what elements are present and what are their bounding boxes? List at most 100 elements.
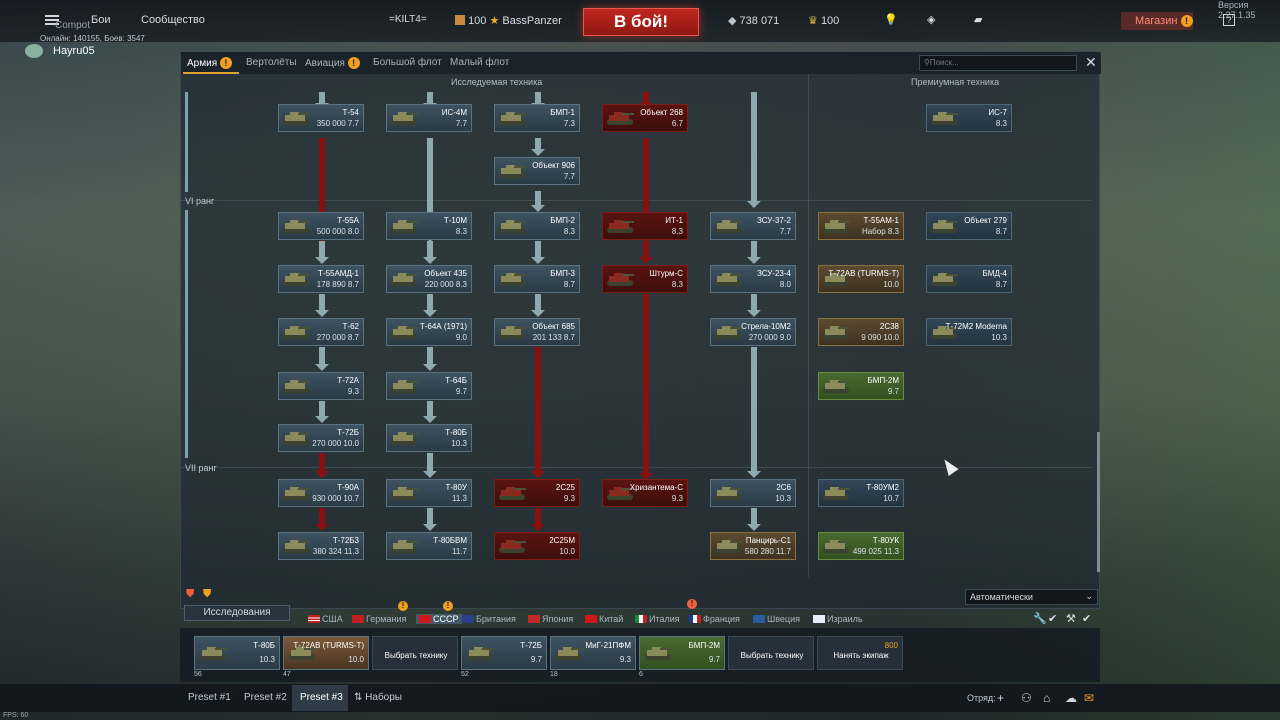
wager-icon[interactable]: ◈	[927, 14, 936, 26]
vehicle-card-t72b3[interactable]: Т-72Б3 380 324 11.3	[278, 532, 364, 560]
vehicle-card-bmd4[interactable]: БМД-4 8.7	[926, 265, 1012, 293]
crew-slot[interactable]: Т-80Б 10.3	[194, 636, 280, 670]
vehicle-card-2s25[interactable]: 2С25 9.3	[494, 479, 580, 507]
menu-community[interactable]: Сообщество	[141, 14, 205, 26]
shield-icon[interactable]: ⛊	[203, 588, 212, 600]
vehicle-card-t62[interactable]: Т-62 270 000 8.7	[278, 318, 364, 346]
friends-icon[interactable]: ⚇	[1021, 691, 1032, 705]
vehicle-card-t80um2[interactable]: Т-80УМ2 10.7	[818, 479, 904, 507]
nation-israel[interactable]: Израиль	[813, 614, 863, 624]
user-avatar[interactable]	[25, 44, 43, 58]
vehicle-card-bmp2[interactable]: БМП-2 8.3	[494, 212, 580, 240]
coupon-icon[interactable]: ▰	[974, 14, 983, 26]
clan-icon[interactable]: ⌂	[1043, 691, 1051, 705]
preset-2[interactable]: Preset #2	[244, 692, 287, 703]
vehicle-card-obj279[interactable]: Объект 279 8.7	[926, 212, 1012, 240]
vehicle-card-obj906[interactable]: Объект 906 7.7	[494, 157, 580, 185]
crew-slot[interactable]: Т-72АВ (TURMS-T) 10.0	[283, 636, 369, 670]
menu-icon[interactable]	[45, 15, 59, 25]
shop-button[interactable]: Магазин !	[1121, 12, 1193, 30]
user-name[interactable]: Hayru05	[50, 45, 98, 57]
vehicle-card-zsu372[interactable]: ЗСУ-37-2 7.7	[710, 212, 796, 240]
vehicle-card-obj685[interactable]: Объект 685 201 133 8.7	[494, 318, 580, 346]
nation-france[interactable]: Франция	[689, 614, 740, 624]
vehicle-card-2s25m[interactable]: 2С25М 10.0	[494, 532, 580, 560]
crew-slot[interactable]: БМП-2М 9.7	[639, 636, 725, 670]
crew-slot[interactable]: МиГ-21ПФМ 9.3	[550, 636, 636, 670]
nation-germany[interactable]: Германия	[352, 614, 406, 624]
crew-slot[interactable]: Т-72Б 9.7	[461, 636, 547, 670]
vehicle-card-t72av[interactable]: Т-72АВ (TURMS-T) 10.0	[818, 265, 904, 293]
menu-battles[interactable]: Бои	[91, 14, 111, 26]
nation-china[interactable]: Китай	[585, 614, 623, 624]
vehicle-card-t80bvm[interactable]: Т-80БВМ 11.7	[386, 532, 472, 560]
vehicle-card-t55am1[interactable]: Т-55АМ-1 Набор 8.3	[818, 212, 904, 240]
player-profile[interactable]: 100 ★ BassPanzer	[455, 14, 562, 27]
silver-lions[interactable]: ◆ 738 071	[728, 14, 779, 27]
vehicle-card-t54[interactable]: Т-54 350 000 7.7	[278, 104, 364, 132]
lightbulb-icon[interactable]: 💡	[884, 14, 898, 26]
add-squad-icon[interactable]: +	[997, 691, 1005, 705]
research-tab[interactable]: Исследования	[184, 605, 290, 621]
tab-coastal-fleet[interactable]: Малый флот	[450, 57, 510, 68]
vehicle-card-bmp3[interactable]: БМП-3 8.7	[494, 265, 580, 293]
nation-ussr[interactable]: СССР	[416, 614, 462, 624]
vehicle-card-t10m[interactable]: Т-10М 8.3	[386, 212, 472, 240]
golden-eagles[interactable]: ♛ 100	[808, 14, 839, 27]
auto-select-dropdown[interactable]: Автоматически⌄	[965, 589, 1098, 605]
nation-japan[interactable]: Япония	[528, 614, 573, 624]
kits-button[interactable]: ⇅ Наборы	[354, 692, 402, 703]
wrench-icon[interactable]: 🔧	[1033, 613, 1047, 625]
mail-icon[interactable]: ✉	[1084, 691, 1095, 705]
vehicle-card-t72a[interactable]: Т-72А 9.3	[278, 372, 364, 400]
nation-usa[interactable]: США	[308, 614, 343, 624]
vehicle-card-t64b[interactable]: Т-64Б 9.7	[386, 372, 472, 400]
warning-shield-icon[interactable]: ⛊	[186, 588, 195, 600]
vehicle-card-2s6[interactable]: 2С6 10.3	[710, 479, 796, 507]
vehicle-card-is7[interactable]: ИС-7 8.3	[926, 104, 1012, 132]
check-icon[interactable]: ✔	[1082, 613, 1092, 625]
repair-all-icon[interactable]: ⚒	[1066, 613, 1076, 625]
vehicle-card-obj268[interactable]: Объект 268 6.7	[602, 104, 688, 132]
vehicle-card-is4m[interactable]: ИС-4М 7.7	[386, 104, 472, 132]
chat-icon[interactable]: ☁	[1065, 691, 1077, 705]
nation-sweden[interactable]: Швеция	[753, 614, 800, 624]
vehicle-card-zsu234[interactable]: ЗСУ-23-4 8.0	[710, 265, 796, 293]
nation-britain[interactable]: Британия	[462, 614, 516, 624]
preset-1[interactable]: Preset #1	[188, 692, 231, 703]
vehicle-card-bmp1[interactable]: БМП-1 7.3	[494, 104, 580, 132]
vehicle-card-t55a[interactable]: Т-55А 500 000 8.0	[278, 212, 364, 240]
vehicle-card-2s38[interactable]: 2С38 9 090 10.0	[818, 318, 904, 346]
tab-bluewater-fleet[interactable]: Большой флот	[373, 57, 442, 68]
vehicle-card-t55amd1[interactable]: Т-55АМД-1 178 890 8.7	[278, 265, 364, 293]
vehicle-card-t80u[interactable]: Т-80У 11.3	[386, 479, 472, 507]
vehicle-card-t80b[interactable]: Т-80Б 10.3	[386, 424, 472, 452]
clan-tag[interactable]: =KILT4=	[389, 14, 427, 25]
tab-helicopters[interactable]: Вертолёты	[246, 57, 297, 68]
close-icon[interactable]: ✕	[1085, 54, 1097, 70]
search-input[interactable]: ⚲Поиск...	[919, 55, 1077, 71]
vehicle-card-t90a[interactable]: Т-90А 930 000 10.7	[278, 479, 364, 507]
vehicle-card-obj435[interactable]: Объект 435 220 000 8.3	[386, 265, 472, 293]
vehicle-card-t64a[interactable]: Т-64А (1971) 9.0	[386, 318, 472, 346]
tab-army[interactable]: Армия !	[187, 57, 232, 69]
crew-slot-empty[interactable]: Выбрать технику	[372, 636, 458, 670]
vehicle-card-t80uk[interactable]: Т-80УК 499 025 11.3	[818, 532, 904, 560]
vehicle-card-it1[interactable]: ИТ-1 8.3	[602, 212, 688, 240]
scrollbar[interactable]	[1097, 432, 1100, 572]
help-button[interactable]: ?	[1223, 14, 1235, 26]
vehicle-card-t72b[interactable]: Т-72Б 270 000 10.0	[278, 424, 364, 452]
vehicle-card-strela[interactable]: Стрела-10М2 270 000 9.0	[710, 318, 796, 346]
preset-3[interactable]: Preset #3	[300, 692, 343, 703]
battle-button[interactable]: В бой!	[583, 8, 699, 36]
vehicle-card-t72m2[interactable]: Т-72М2 Moderna 10.3	[926, 318, 1012, 346]
crew-slot-empty[interactable]: Выбрать технику	[728, 636, 814, 670]
nation-italy[interactable]: Италия	[635, 614, 680, 624]
vehicle-card-bmp2m[interactable]: БМП-2М 9.7	[818, 372, 904, 400]
vehicle-card-shturms[interactable]: Штурм-С 8.3	[602, 265, 688, 293]
vehicle-card-khriz[interactable]: Хризантема-С 9.3	[602, 479, 688, 507]
tab-aviation[interactable]: Авиация !	[305, 57, 360, 69]
vehicle-card-pantsir[interactable]: Панцирь-С1 580 280 11.7	[710, 532, 796, 560]
check-icon[interactable]: ✔	[1048, 613, 1058, 625]
